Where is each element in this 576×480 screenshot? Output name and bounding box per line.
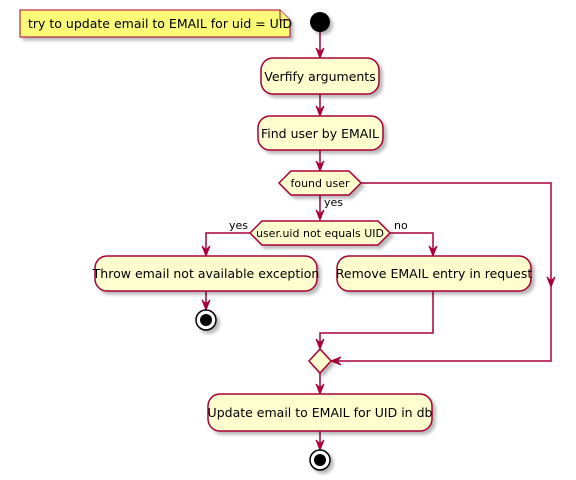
end-node: [309, 449, 331, 471]
edge-uid-no: [390, 232, 434, 250]
action-label: Throw email not available exception: [92, 266, 320, 281]
edges: [201, 32, 556, 452]
arrowhead: [315, 439, 325, 452]
arrowhead: [329, 356, 342, 366]
branch-label-no: no: [394, 219, 408, 232]
arrowhead: [315, 160, 325, 173]
note: try to update email to EMAIL for uid = U…: [19, 9, 292, 38]
arrowhead: [201, 245, 211, 258]
decision-found-user: found user: [277, 170, 363, 196]
note-text: try to update email to EMAIL for uid = U…: [28, 16, 292, 31]
arrowhead: [315, 383, 325, 396]
arrowhead: [315, 338, 325, 351]
arrowhead: [315, 47, 325, 60]
arrowhead: [428, 245, 438, 258]
start-node: [310, 12, 330, 32]
arrowhead: [315, 209, 325, 222]
branch-label-yes: yes: [324, 196, 343, 209]
edge-uid-yes: [205, 232, 250, 250]
action-update-email: Update email to EMAIL for UID in db: [207, 393, 433, 432]
arrowhead: [201, 299, 211, 312]
arrowhead: [546, 276, 556, 289]
action-verify-arguments: Verfify arguments: [260, 57, 380, 95]
action-label: Remove EMAIL entry in request: [336, 266, 533, 281]
action-label: Update email to EMAIL for UID in db: [208, 405, 433, 420]
edge-found-no: [337, 182, 552, 362]
action-label: Verfify arguments: [264, 69, 375, 84]
action-throw-exception: Throw email not available exception: [92, 255, 320, 292]
edge-remove-merge: [319, 291, 434, 343]
action-label: Find user by EMAIL: [261, 126, 379, 141]
stop-node: [195, 309, 217, 331]
merge-node: [307, 347, 333, 375]
action-remove-entry: Remove EMAIL entry in request: [336, 255, 533, 292]
decision-uid-not-equals: user.uid not equals UID: [248, 220, 392, 246]
action-find-user: Find user by EMAIL: [257, 115, 384, 151]
decision-label: user.uid not equals UID: [256, 227, 384, 240]
arrowhead: [315, 105, 325, 118]
branch-label-yes: yes: [229, 219, 248, 232]
decision-label: found user: [290, 177, 349, 190]
